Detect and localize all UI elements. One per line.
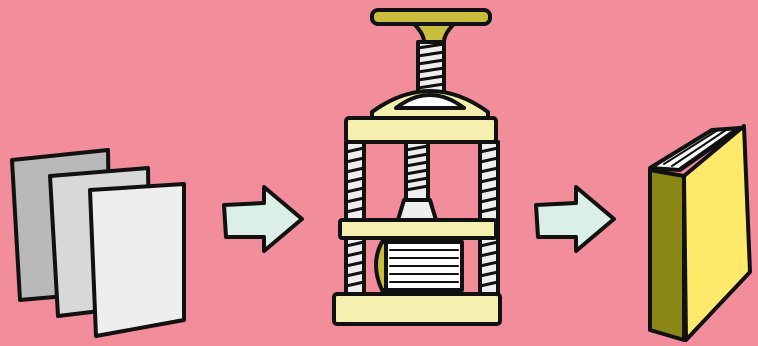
press-handle-neck — [414, 24, 454, 42]
press-base — [334, 294, 500, 324]
right-arrow-icon — [536, 187, 614, 251]
press-plate — [340, 220, 496, 238]
book-spine — [650, 170, 684, 340]
press-handle-bar — [372, 10, 490, 24]
paper-sheets-icon — [12, 150, 184, 336]
press-screw-foot — [398, 200, 436, 220]
book-icon — [650, 126, 750, 340]
paper-sheet-front — [90, 184, 184, 336]
right-arrow-icon — [224, 187, 302, 251]
press-top-beam — [346, 118, 496, 142]
book-press-icon — [334, 10, 500, 324]
